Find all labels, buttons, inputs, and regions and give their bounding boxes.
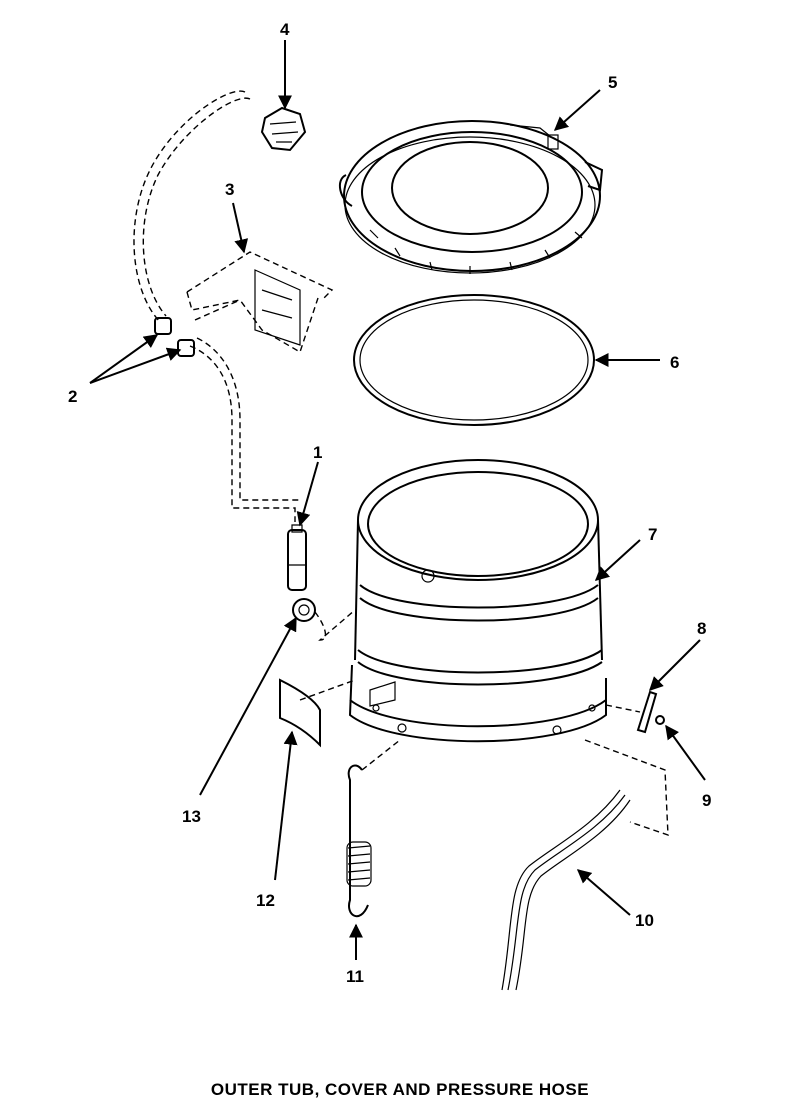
- callout-7: 7: [648, 525, 657, 544]
- part-13-grommet: [292, 598, 356, 641]
- callout-5: 5: [608, 73, 617, 92]
- callout-1: 1: [313, 443, 322, 462]
- part-5-tub-cover: [338, 120, 604, 274]
- part-6-gasket: [353, 294, 595, 426]
- callout-3: 3: [225, 180, 234, 199]
- part-1-air-dome: [287, 524, 307, 591]
- callout-11: 11: [346, 967, 364, 986]
- part-8-bracket: [636, 690, 658, 734]
- diagram-caption: OUTER TUB, COVER AND PRESSURE HOSE: [210, 1080, 590, 1099]
- callout-8: 8: [697, 619, 706, 638]
- part-12-label: [279, 678, 356, 748]
- part-10-brace: [501, 739, 669, 991]
- part-7-outer-tub: [348, 459, 607, 743]
- part-2-hose-clamps: [154, 317, 195, 357]
- callout-9: 9: [702, 791, 711, 810]
- callout-13: 13: [182, 807, 201, 826]
- part-3-bracket: [186, 251, 334, 354]
- callout-6: 6: [670, 353, 679, 372]
- callout-12: 12: [256, 891, 275, 910]
- callout-4: 4: [280, 20, 290, 39]
- part-11-spring: [346, 739, 401, 918]
- part-9-screw: [605, 704, 665, 725]
- part-4-clip: [260, 106, 307, 152]
- callout-10: 10: [635, 911, 654, 930]
- leader-arrows: [89, 40, 706, 960]
- callout-2: 2: [68, 387, 77, 406]
- pressure-hose: [133, 90, 300, 522]
